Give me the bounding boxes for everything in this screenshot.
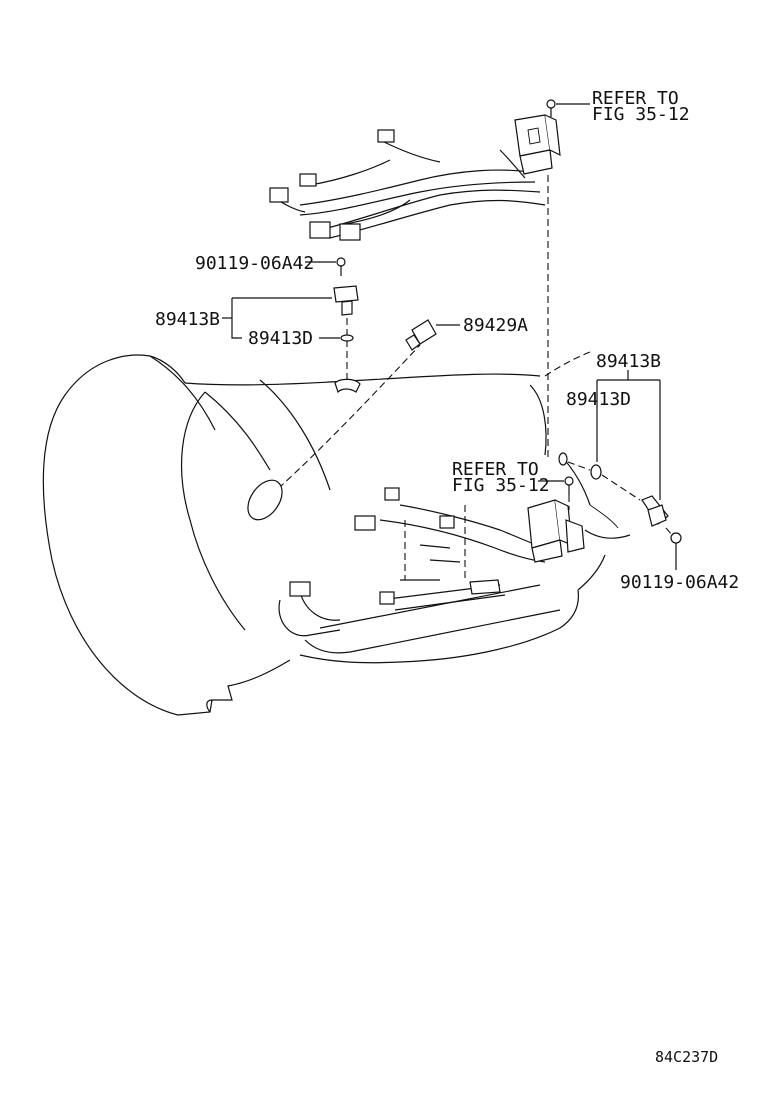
label-sensor-b-right: 89413B — [596, 351, 661, 372]
lower-wire-harness — [278, 487, 585, 637]
speed-sensor-right — [558, 370, 682, 570]
diagram-code: 84C237D — [655, 1048, 718, 1066]
label-refer-top-2: FIG 35-12 — [592, 104, 690, 125]
label-bolt-left: 90119-06A42 — [195, 253, 314, 274]
label-oring-d-right: 89413D — [566, 389, 631, 410]
label-sensor-b-left: 89413B — [155, 309, 220, 330]
label-refer-mid-2: FIG 35-12 — [452, 475, 550, 496]
label-refer-mid-1: REFER TO — [452, 459, 539, 480]
upper-wire-harness — [269, 114, 561, 241]
top-bolt — [546, 99, 590, 117]
label-switch-a: 89429A — [463, 315, 528, 336]
transmission-case — [42, 344, 631, 716]
label-oring-d-left: 89413D — [248, 328, 313, 349]
speed-sensor-left — [222, 257, 361, 394]
label-bolt-right: 90119-06A42 — [620, 572, 739, 593]
mid-bolt — [538, 476, 574, 510]
callout-labels: REFER TO FIG 35-12 90119-06A42 89413B 89… — [155, 88, 739, 1066]
pressure-switch — [405, 319, 460, 351]
label-refer-top-1: REFER TO — [592, 88, 679, 109]
